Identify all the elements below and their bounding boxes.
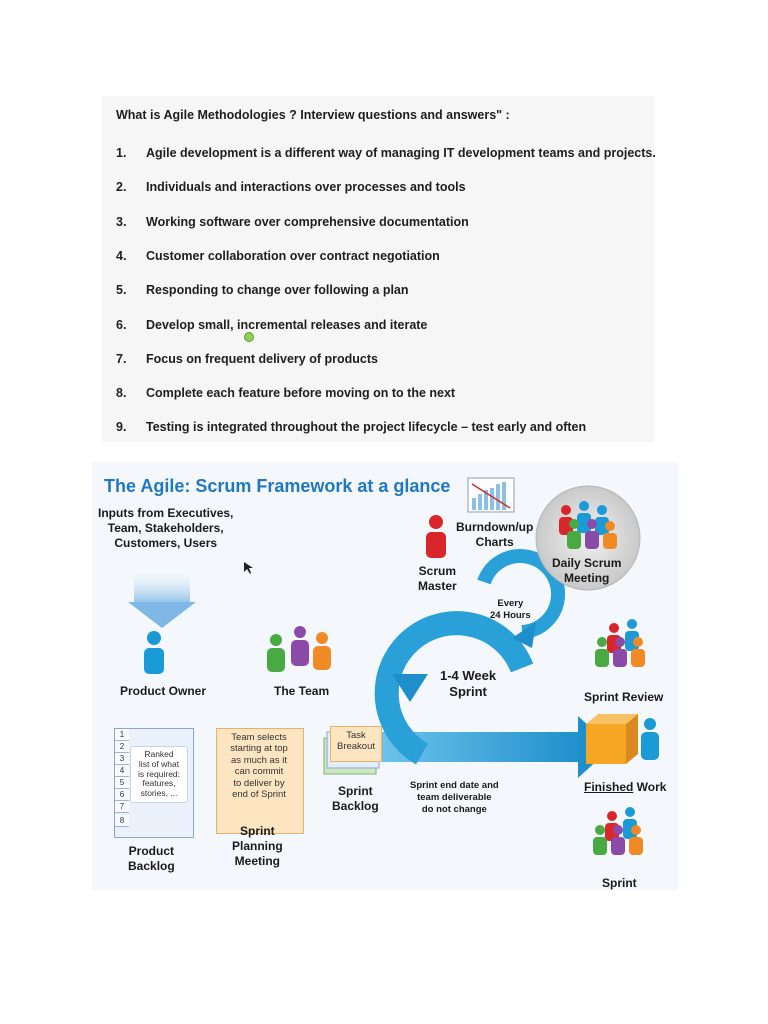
qa-item: 2. Individuals and interactions over proc… <box>116 180 466 194</box>
daily-scrum-label: Daily Scrum Meeting <box>552 556 622 585</box>
backlog-row: 2 <box>115 741 129 753</box>
every-24-hours-label: Every 24 Hours <box>490 598 531 621</box>
qa-item-number: 9. <box>116 420 127 435</box>
qa-item-number: 5. <box>116 283 127 298</box>
product-backlog-label: Product Backlog <box>128 844 175 873</box>
scrum-master-label: Scrum Master <box>418 564 457 593</box>
sprint-loop-arrow-icon <box>374 611 534 765</box>
qa-item-text: Agile development is a different way of … <box>146 146 656 160</box>
task-breakout-box: Task Breakout <box>330 726 382 762</box>
mouse-pointer-icon <box>244 562 253 574</box>
qa-item-text: Focus on frequent delivery of products <box>146 351 378 366</box>
qa-item-text: Testing is integrated throughout the pro… <box>146 420 587 435</box>
qa-item-number: 6. <box>116 317 127 332</box>
qa-item-number: 8. <box>116 386 127 401</box>
qa-item: 6. Develop small, incremental releases an… <box>116 318 427 332</box>
qa-item-text: Individuals and interactions over proces… <box>146 180 466 195</box>
team-icon <box>267 626 331 672</box>
sprint-backlog-label: Sprint Backlog <box>332 784 379 813</box>
qa-panel: What is Agile Methodologies ? Interview … <box>102 96 656 442</box>
qa-item-number: 2. <box>116 180 127 195</box>
backlog-row: 4 <box>115 765 129 777</box>
sprint-retro-people-icon <box>593 807 643 855</box>
burndown-chart-icon <box>467 477 515 513</box>
qa-item-text: Responding to change over following a pl… <box>146 283 409 298</box>
sprint-review-label: Sprint Review <box>584 690 664 704</box>
qa-item-text: Develop small, incremental releases and … <box>146 317 428 332</box>
qa-title: What is Agile Methodologies ? Interview … <box>116 108 510 122</box>
sprint-planning-box <box>216 728 304 834</box>
backlog-row: 3 <box>115 753 129 765</box>
qa-item-text: Customer collaboration over contract neg… <box>146 248 440 263</box>
scrum-diagram: The Agile: Scrum Framework at a glance I… <box>92 462 678 890</box>
scrum-title: The Agile: Scrum Framework at a glance <box>104 476 451 496</box>
sprint-planning-label: Sprint Planning Meeting <box>232 824 283 868</box>
backlog-row: 1 <box>115 729 129 741</box>
qa-item: 1. Agile development is a different way o… <box>116 146 656 160</box>
qa-item: 8. Complete each feature before moving on… <box>116 386 455 400</box>
qa-item-number: 1. <box>116 146 127 160</box>
qa-item: 9. Testing is integrated throughout the p… <box>116 420 586 434</box>
backlog-row: 7 <box>115 801 129 813</box>
burndown-label: Burndown/up Charts <box>456 520 534 549</box>
qa-item: 7. Focus on frequent delivery of products <box>116 352 378 366</box>
qa-item-text: Working software over comprehensive docu… <box>146 214 469 229</box>
product-owner-icon <box>144 631 164 674</box>
backlog-row: 8 <box>115 815 129 827</box>
daily-scrum-people-icon <box>559 501 617 549</box>
sprint-retro-label: Sprint <box>602 876 637 890</box>
inputs-arrow-icon <box>128 566 196 628</box>
qa-item: 5. Responding to change over following a … <box>116 283 409 297</box>
ranked-list-note: Ranked list of what is required: feature… <box>130 746 188 803</box>
finished-work-label: Finished Work <box>584 780 667 794</box>
sprint-review-people-icon <box>595 619 645 667</box>
sprint-length-label: 1-4 Week Sprint <box>440 668 497 700</box>
team-label: The Team <box>274 684 330 698</box>
finished-work-box-icon <box>586 714 659 764</box>
sprint-planning-text: Team selects starting at top as much as … <box>230 732 288 800</box>
sprint-end-note: Sprint end date and team deliverable do … <box>410 780 499 815</box>
product-owner-label: Product Owner <box>120 684 207 698</box>
qa-item: 3. Working software over comprehensive do… <box>116 215 469 229</box>
scrum-diagram-graphics <box>128 477 659 855</box>
qa-item-number: 7. <box>116 351 127 366</box>
qa-item: 4. Customer collaboration over contract n… <box>116 249 440 263</box>
backlog-row: 5 <box>115 777 129 789</box>
scrum-master-icon <box>426 515 446 558</box>
qa-item-text: Complete each feature before moving on t… <box>146 386 456 401</box>
qa-item-number: 4. <box>116 248 127 263</box>
qa-item-number: 3. <box>116 214 127 229</box>
cursor-marker-icon <box>244 332 254 342</box>
inputs-label: Inputs from Executives, Team, Stakeholde… <box>98 506 234 550</box>
backlog-row: 6 <box>115 789 129 801</box>
